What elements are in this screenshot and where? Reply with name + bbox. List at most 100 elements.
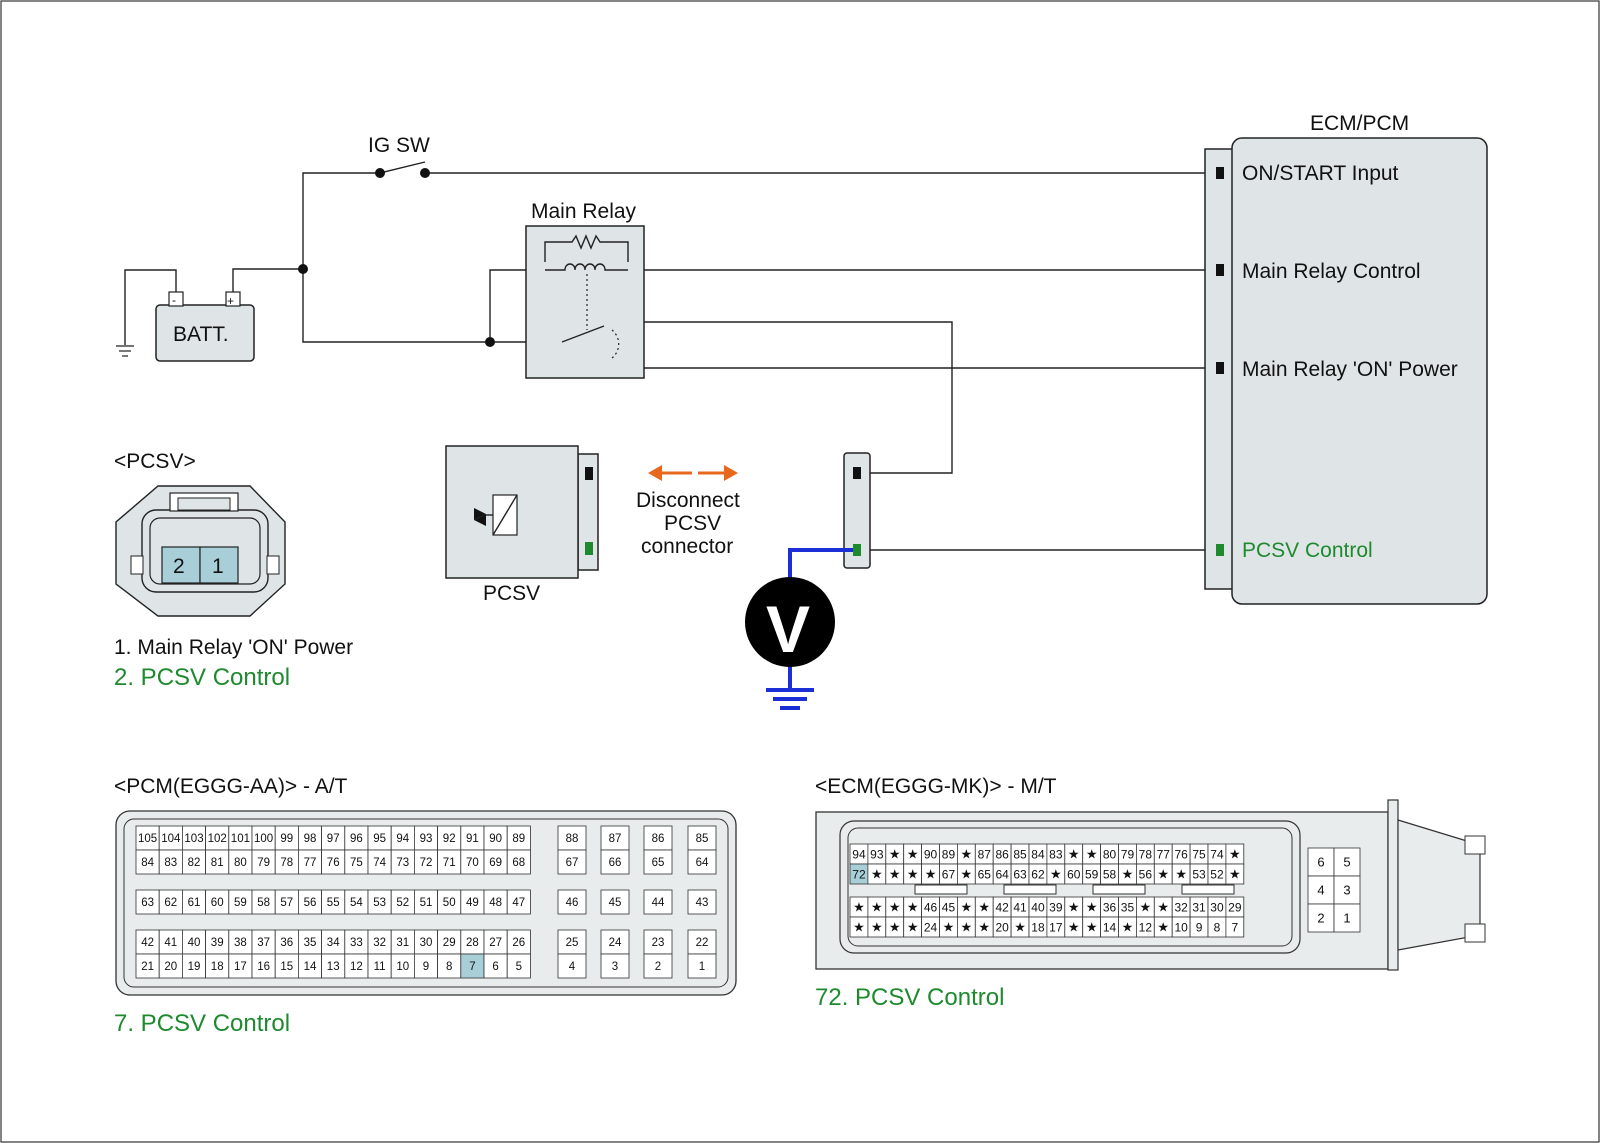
pcm-pin-label: 27 — [489, 937, 502, 949]
ecm-pin-label: ★ — [1086, 920, 1098, 935]
ecm-pin-label: 12 — [1139, 920, 1153, 934]
pcm-pin-label: 64 — [696, 857, 709, 869]
ecm-pin-label: ★ — [1157, 920, 1169, 935]
ecm-pin-label: 84 — [1031, 847, 1045, 861]
pcm-pin-label: 36 — [280, 937, 293, 949]
pin-cell — [687, 825, 717, 851]
pcm-pin-label: 104 — [161, 833, 181, 845]
pcm-pin-label: 69 — [489, 857, 502, 869]
disconnect-text-1: Disconnect — [636, 489, 740, 512]
pin-cell — [687, 953, 717, 979]
pin-cell — [506, 953, 531, 979]
ecm-connector-housing — [815, 799, 1486, 971]
pcm-pin-label: 15 — [280, 961, 293, 973]
battery-minus-label: - — [172, 293, 176, 307]
ecm-pin-label: 3 — [1343, 883, 1350, 898]
pin-cell — [643, 953, 673, 979]
pin-cell — [687, 889, 717, 915]
pcsv-tag-label: <PCSV> — [114, 450, 196, 473]
pcm-pin-label: 12 — [350, 961, 363, 973]
pcm-pin-label: 86 — [652, 833, 665, 845]
pcm-legend: 7. PCSV Control — [114, 1010, 290, 1037]
ecm-pin-label: 53 — [1192, 867, 1206, 881]
on-start-input-label: ON/START Input — [1242, 162, 1399, 185]
pcm-pin-label: 48 — [489, 897, 502, 909]
pcm-pin-label: 72 — [420, 857, 433, 869]
pin-cell — [600, 849, 630, 875]
ecm-pin-label: 6 — [1317, 855, 1324, 870]
ecm-connector-title: <ECM(EGGG-MK)> - M/T — [815, 775, 1057, 798]
ecm-pin-label: 30 — [1210, 900, 1224, 914]
ecm-pin-label: 4 — [1317, 883, 1324, 898]
ecm-pin-label: 41 — [1013, 900, 1027, 914]
pcm-pin-label: 13 — [327, 961, 340, 973]
pcm-pin-label: 97 — [327, 833, 340, 845]
pcm-pin-label: 93 — [420, 833, 433, 845]
pin-cell — [506, 849, 531, 875]
ecm-pin-label: 42 — [995, 900, 1009, 914]
ecm-pin-label: ★ — [889, 867, 901, 882]
pcm-pin-label: 88 — [566, 833, 579, 845]
ecm-pin-label: ★ — [889, 900, 901, 915]
pcm-pin-label: 87 — [609, 833, 622, 845]
ecm-pin-label: ★ — [907, 867, 919, 882]
ecm-pin-label: ★ — [925, 867, 937, 882]
ecm-pin-label: ★ — [1068, 920, 1080, 935]
ecm-pcm-label: ECM/PCM — [1310, 112, 1409, 135]
battery: - + BATT. — [155, 291, 255, 362]
pcm-pin-label: 40 — [188, 937, 201, 949]
ecm-pin-label: 56 — [1139, 867, 1153, 881]
ecm-pin-label: ★ — [1122, 920, 1134, 935]
pin-cell — [643, 929, 673, 955]
pcm-pin-label: 10 — [396, 961, 409, 973]
ecm-pin-label: ★ — [1068, 900, 1080, 915]
pcm-pin-label: 39 — [211, 937, 224, 949]
pcsv-label: PCSV — [483, 582, 540, 605]
pcm-pin-label: 96 — [350, 833, 363, 845]
ecm-pin-label: 10 — [1174, 920, 1188, 934]
ecm-pin-label: 76 — [1174, 847, 1188, 861]
pcm-pin-label: 4 — [569, 961, 576, 973]
ecm-pin-label: ★ — [978, 900, 990, 915]
ecm-pin-label: ★ — [1086, 900, 1098, 915]
ecm-pin-label: 18 — [1031, 920, 1045, 934]
ecm-pin-label: 17 — [1049, 920, 1063, 934]
ecm-pin-label: 77 — [1157, 847, 1171, 861]
ecm-pin-label: 9 — [1196, 920, 1203, 934]
ecm-pin-label: 14 — [1103, 920, 1117, 934]
battery-plus-label: + — [227, 294, 234, 308]
main-relay-label: Main Relay — [531, 200, 637, 223]
ecm-pin-label: ★ — [1175, 867, 1187, 882]
pcm-pin-label: 63 — [141, 897, 154, 909]
ecm-pin-label: 94 — [852, 847, 866, 861]
ecm-pin-label: ★ — [1122, 867, 1134, 882]
ecm-pin-label: 1 — [1343, 911, 1350, 926]
ecm-pin-label: 5 — [1343, 855, 1350, 870]
pcm-pin-label: 99 — [280, 833, 293, 845]
ecm-pin-label: 59 — [1085, 867, 1099, 881]
pcm-pin-label: 59 — [234, 897, 247, 909]
ecm-pin-label: 80 — [1103, 847, 1117, 861]
ecm-pin-label: 89 — [942, 847, 956, 861]
pin-cell — [600, 929, 630, 955]
ecm-pin-label: 39 — [1049, 900, 1063, 914]
pin-cell — [506, 889, 531, 915]
pcm-pin-label: 26 — [512, 937, 525, 949]
pcm-pin-label: 75 — [350, 857, 363, 869]
pcm-pin-label: 46 — [566, 897, 579, 909]
ecm-pin-label: 85 — [1013, 847, 1027, 861]
pcm-pin-label: 7 — [469, 961, 475, 973]
ecm-pin-label: 87 — [978, 847, 992, 861]
voltmeter: V — [745, 548, 853, 710]
pcm-pin-label: 76 — [327, 857, 340, 869]
pin-cell — [557, 929, 587, 955]
ecm-pin-label: ★ — [889, 920, 901, 935]
ecm-pin-label: 58 — [1103, 867, 1117, 881]
pcm-pin-label: 3 — [612, 961, 618, 973]
harness-connector — [843, 452, 871, 569]
pcm-pin-label: 79 — [257, 857, 270, 869]
pcm-pin-label: 6 — [492, 961, 498, 973]
pcsv-legend-2: 2. PCSV Control — [114, 664, 290, 691]
ecm-pin-label: ★ — [1157, 867, 1169, 882]
